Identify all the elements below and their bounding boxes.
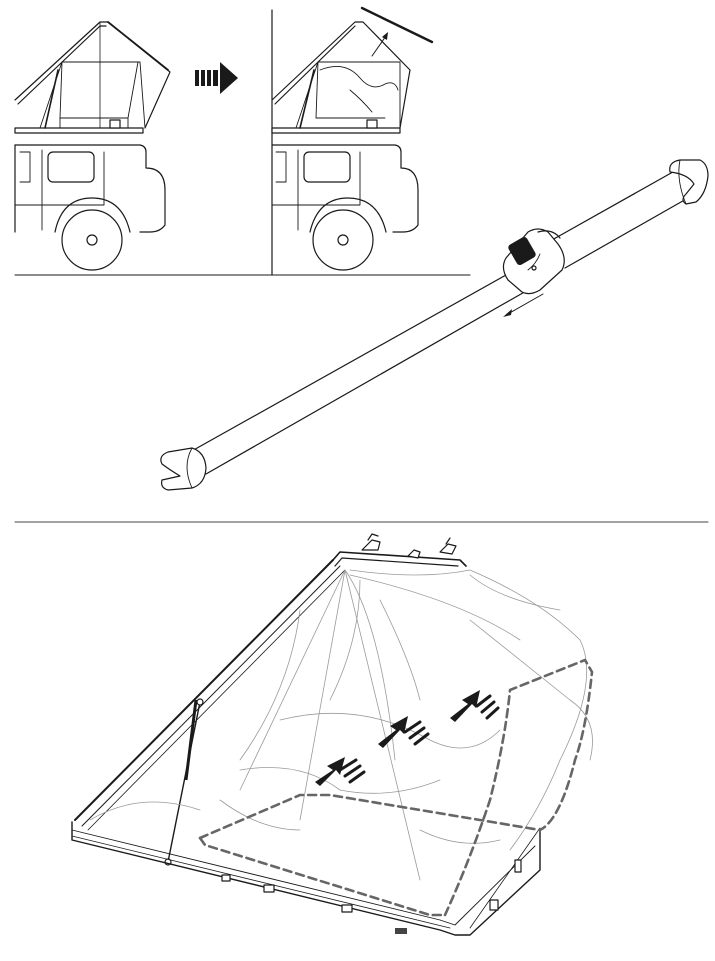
- vehicle-right: [271, 21, 419, 271]
- arrow-right-icon: [195, 62, 238, 94]
- fold-outline: [198, 658, 594, 917]
- telescopic-pole: [160, 159, 709, 491]
- vehicle-left: [14, 21, 171, 271]
- arrow-up-right-icon: [371, 32, 388, 57]
- arrow-down-left-icon: [503, 293, 544, 317]
- tent-fabric: [89, 569, 593, 881]
- push-arrow-icon: [315, 690, 500, 786]
- tent-frame: [71, 533, 541, 936]
- removed-pole: [360, 6, 434, 44]
